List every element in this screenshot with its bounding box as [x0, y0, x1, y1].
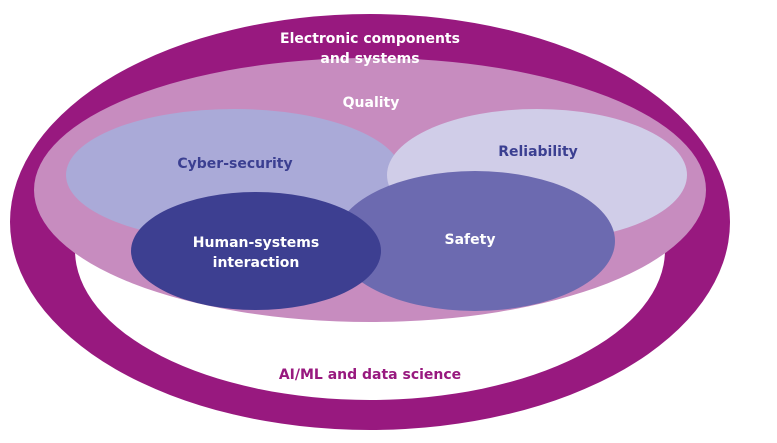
human-systems-label-line1: Human-systems [193, 235, 319, 251]
reliability-label: Reliability [498, 144, 578, 160]
aiml-label: AI/ML and data science [279, 367, 461, 383]
electronic-components-label-line1: Electronic components [280, 31, 460, 47]
electronic-components-label-line2: and systems [320, 51, 419, 67]
safety-ellipse [335, 171, 615, 311]
human-systems-interaction-ellipse [131, 192, 381, 310]
safety-label: Safety [445, 232, 496, 248]
cyber-security-label: Cyber-security [177, 156, 292, 172]
quality-label: Quality [343, 95, 400, 111]
human-systems-label-line2: interaction [213, 255, 300, 271]
